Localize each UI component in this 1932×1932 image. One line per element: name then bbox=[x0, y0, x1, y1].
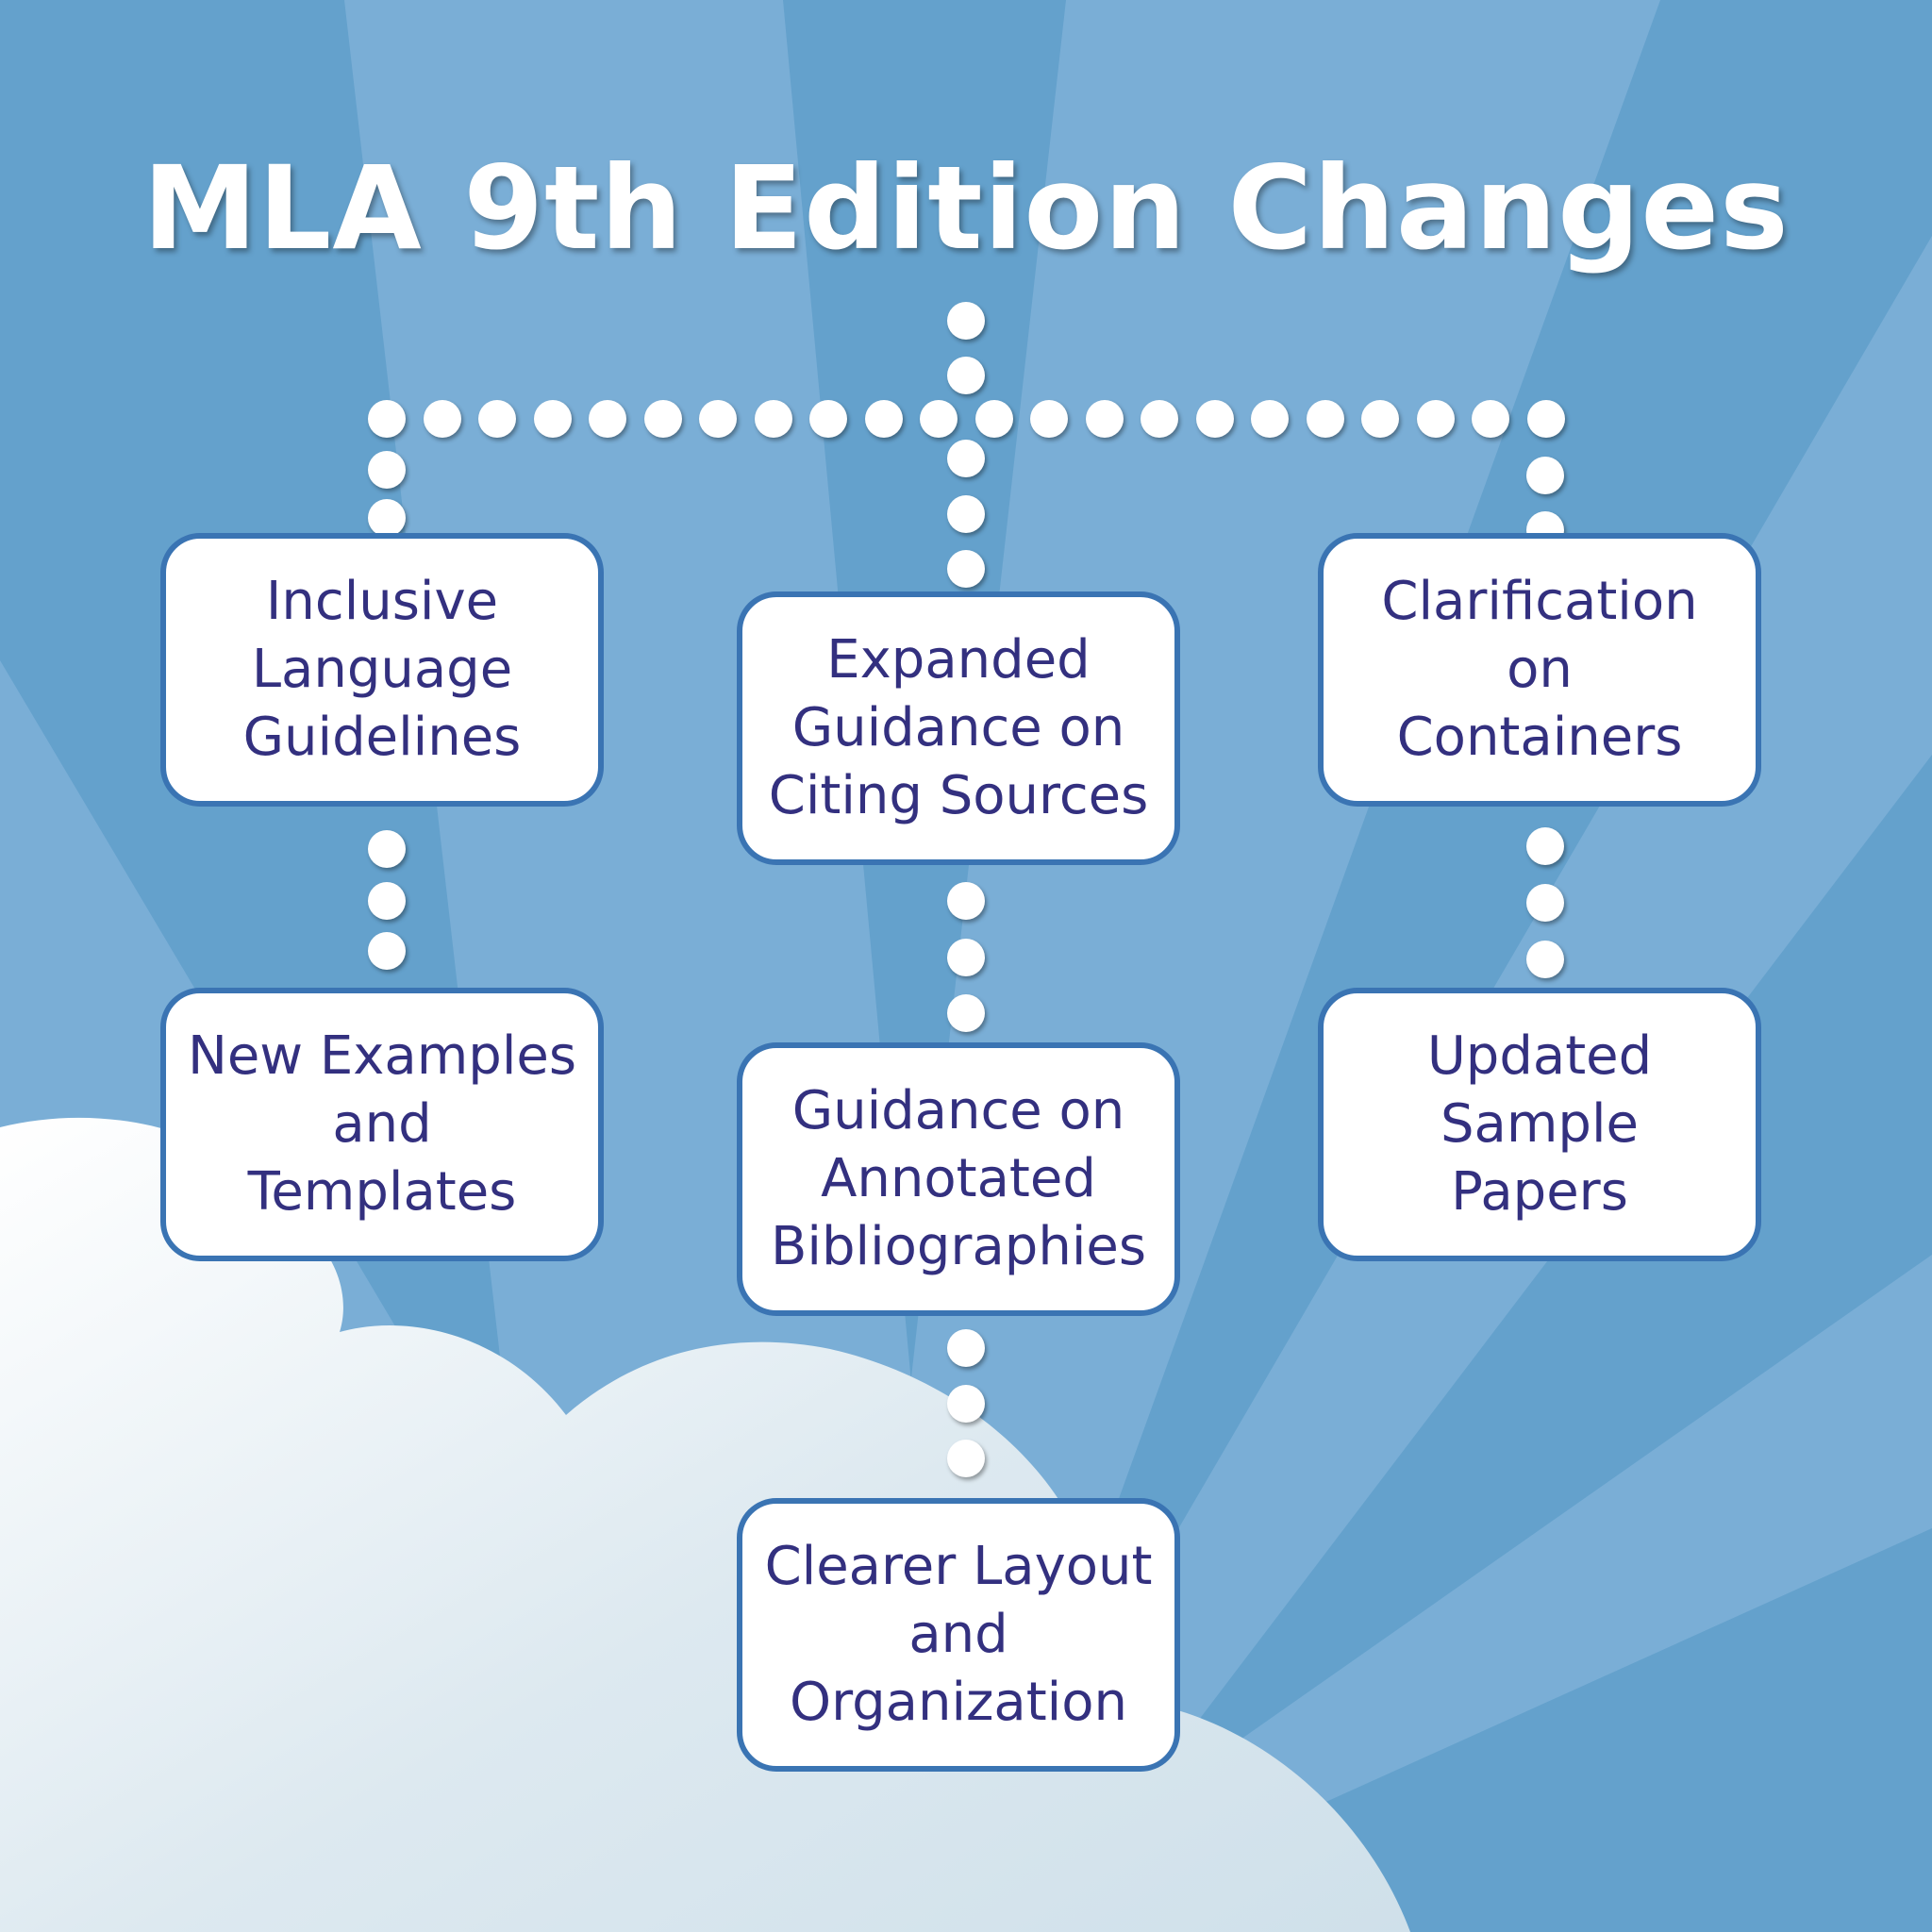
box-label: New Examples and Templates bbox=[187, 1025, 577, 1223]
connector-dot bbox=[947, 1440, 985, 1477]
connector-dot bbox=[947, 495, 985, 533]
box-label: Clarification on Containers bbox=[1381, 571, 1698, 768]
connector-dot bbox=[1251, 400, 1289, 438]
connector-dot bbox=[1416, 400, 1455, 438]
ray bbox=[849, 0, 1660, 1932]
box-citing-sources: Expanded Guidance on Citing Sources bbox=[737, 591, 1180, 865]
box-sample-papers: Updated Sample Papers bbox=[1318, 988, 1761, 1261]
connector-dot bbox=[699, 400, 737, 438]
connector-dot bbox=[589, 400, 626, 438]
box-label: Updated Sample Papers bbox=[1426, 1025, 1653, 1223]
connector-dot bbox=[947, 1385, 985, 1423]
box-label: Inclusive Language Guidelines bbox=[242, 571, 522, 768]
box-label: Expanded Guidance on Citing Sources bbox=[768, 629, 1149, 826]
connector-dot bbox=[920, 400, 958, 438]
connector-dot bbox=[1306, 400, 1344, 438]
page-title: MLA 9th Edition Changes bbox=[142, 142, 1790, 275]
connector-dot bbox=[1526, 827, 1564, 865]
connector-dot bbox=[1141, 400, 1178, 438]
connector-dot bbox=[1361, 400, 1399, 438]
connector-dot bbox=[1085, 400, 1124, 438]
box-inclusive-language: Inclusive Language Guidelines bbox=[160, 533, 604, 807]
connector-dot bbox=[947, 882, 985, 920]
connector-dot bbox=[368, 882, 406, 920]
connector-dot bbox=[1030, 400, 1068, 438]
connector-dot bbox=[947, 357, 985, 394]
connector-dot bbox=[368, 499, 406, 537]
connector-dot bbox=[533, 400, 572, 438]
box-containers: Clarification on Containers bbox=[1318, 533, 1761, 807]
connector-dot bbox=[809, 400, 847, 438]
connector-dot bbox=[1526, 941, 1564, 978]
connector-dot bbox=[1526, 884, 1564, 922]
connector-dot bbox=[947, 302, 985, 340]
box-new-examples: New Examples and Templates bbox=[160, 988, 604, 1261]
connector-dot bbox=[947, 440, 985, 477]
connector-dot bbox=[368, 932, 406, 970]
connector-dot bbox=[368, 451, 406, 489]
connector-dot bbox=[368, 830, 406, 868]
box-label: Guidance on Annotated Bibliographies bbox=[770, 1080, 1146, 1277]
connector-dot bbox=[1526, 457, 1564, 494]
connector-dot bbox=[1195, 400, 1234, 438]
connector-dot bbox=[643, 400, 682, 438]
box-annotated-bibliographies: Guidance on Annotated Bibliographies bbox=[737, 1042, 1180, 1316]
connector-dot bbox=[864, 400, 903, 438]
connector-dot bbox=[754, 400, 792, 438]
connector-dot bbox=[947, 550, 985, 588]
connector-dot bbox=[1526, 400, 1565, 438]
connector-dot bbox=[1472, 400, 1509, 438]
connector-dot bbox=[368, 400, 406, 438]
connector-dot bbox=[947, 939, 985, 976]
connector-dot bbox=[974, 400, 1013, 438]
connector-dot bbox=[478, 400, 516, 438]
connector-dot bbox=[423, 400, 461, 438]
connector-dot bbox=[947, 994, 985, 1032]
box-label: Clearer Layout and Organization bbox=[764, 1536, 1153, 1733]
connector-dot bbox=[947, 1329, 985, 1367]
box-layout-organization: Clearer Layout and Organization bbox=[737, 1498, 1180, 1772]
